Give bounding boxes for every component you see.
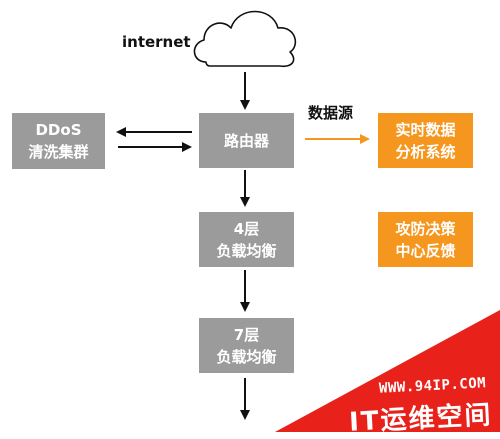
- watermark-name: IT运维空间: [348, 400, 493, 438]
- cloud-icon: [193, 10, 297, 68]
- ddos-box-line1: DDoS: [35, 121, 82, 139]
- ddos-box-line2: 清洗集群: [28, 143, 89, 161]
- layer4-load-balancer-box: 4层 负载均衡: [199, 212, 294, 267]
- lb4-box-line2: 负载均衡: [216, 241, 277, 260]
- internet-label: internet: [122, 33, 191, 51]
- realtime-analysis-box: 实时数据 分析系统: [378, 113, 473, 168]
- lb7-box-line2: 负载均衡: [216, 347, 277, 366]
- data-source-label: 数据源: [308, 104, 354, 122]
- lb7-box-line1: 7层: [233, 325, 260, 344]
- defense-box-line1: 攻防决策: [395, 219, 456, 238]
- ddos-cleaning-cluster-box: DDoS 清洗集群: [12, 113, 105, 169]
- router-box: 路由器: [199, 113, 294, 168]
- defense-decision-box: 攻防决策 中心反馈: [378, 212, 473, 267]
- layer7-load-balancer-box: 7层 负载均衡: [199, 318, 294, 373]
- realtime-box-line1: 实时数据: [395, 120, 456, 139]
- lb4-box-line1: 4层: [233, 219, 260, 238]
- defense-box-line2: 中心反馈: [395, 241, 456, 260]
- watermark-triangle: [275, 310, 500, 432]
- router-box-label: 路由器: [223, 131, 269, 150]
- realtime-box-line2: 分析系统: [395, 142, 456, 161]
